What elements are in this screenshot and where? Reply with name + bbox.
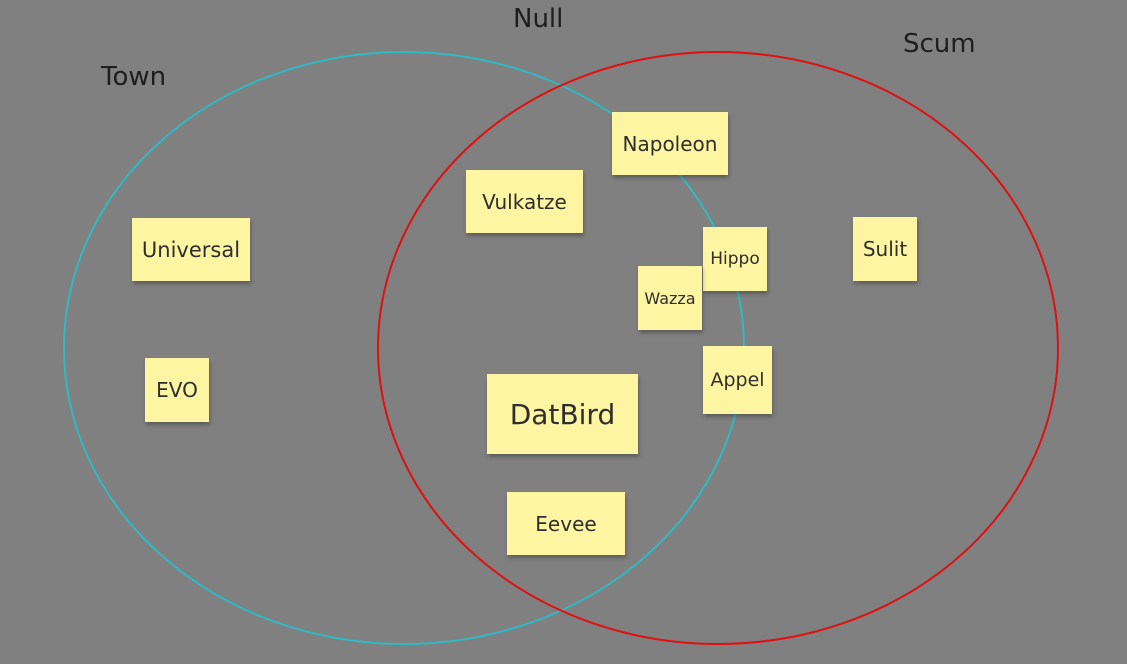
sticky-note-appel[interactable]: Appel (703, 346, 772, 414)
sticky-note-eevee[interactable]: Eevee (507, 492, 625, 555)
sticky-note-hippo[interactable]: Hippo (703, 227, 767, 291)
sticky-note-universal[interactable]: Universal (132, 218, 250, 281)
null-label: Null (513, 4, 564, 34)
scum-circle[interactable] (377, 51, 1059, 645)
sticky-note-napoleon[interactable]: Napoleon (612, 112, 728, 175)
sticky-note-wazza[interactable]: Wazza (638, 266, 702, 330)
sticky-note-datbird[interactable]: DatBird (487, 374, 638, 454)
sticky-note-vulkatze[interactable]: Vulkatze (466, 170, 583, 233)
sticky-note-evo[interactable]: EVO (145, 358, 209, 422)
sticky-note-sulit[interactable]: Sulit (853, 217, 917, 281)
town-label: Town (101, 62, 167, 92)
scum-label: Scum (903, 29, 976, 59)
